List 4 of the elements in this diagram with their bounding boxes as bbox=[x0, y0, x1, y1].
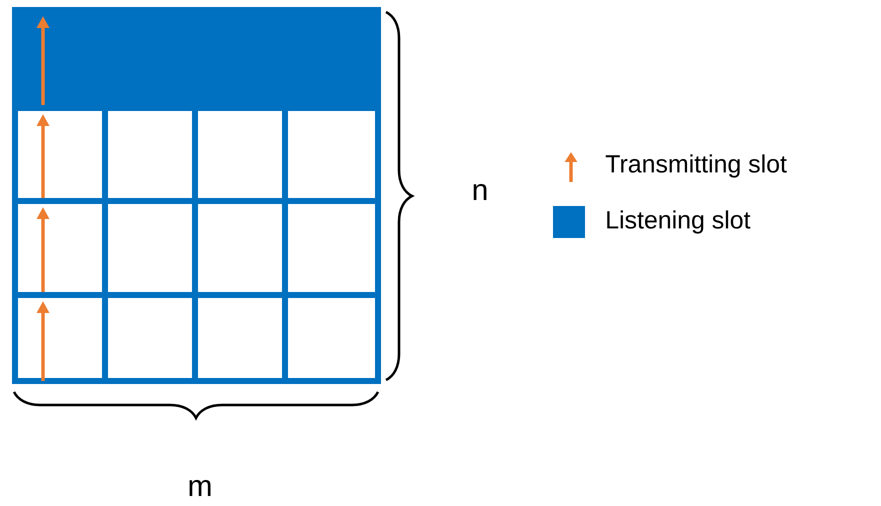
legend-label: Listening slot bbox=[607, 210, 750, 234]
legend-label: Transmitting slot bbox=[606, 154, 787, 178]
dimension-label: n bbox=[474, 184, 486, 200]
dimension-label: m bbox=[190, 480, 210, 496]
